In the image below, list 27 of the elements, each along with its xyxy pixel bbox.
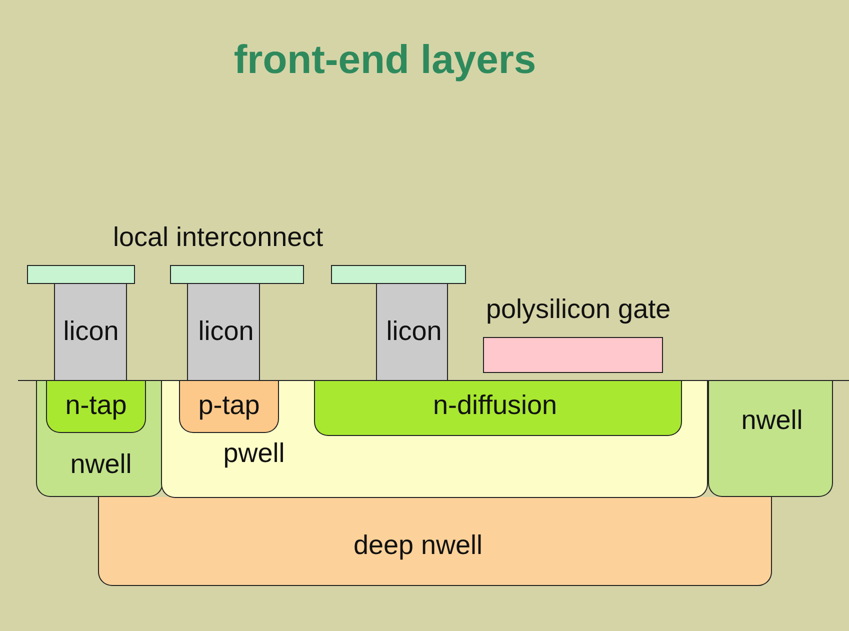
contact-plug <box>54 283 127 381</box>
layer-label: polysilicon gate <box>486 294 671 325</box>
layer-label: deep nwell <box>353 530 483 561</box>
well-region <box>36 381 163 497</box>
well-region <box>161 381 708 498</box>
tap-region <box>46 381 146 433</box>
interconnect-bar <box>27 265 135 284</box>
tap-region <box>179 381 279 433</box>
interconnect-bar <box>331 265 466 284</box>
layer-label: p-tap <box>198 390 260 421</box>
layer-label: n-diffusion <box>432 390 558 421</box>
deep-well-region <box>98 497 772 586</box>
contact-plug <box>187 283 260 381</box>
well-region <box>708 381 833 497</box>
layer-label: local interconnect <box>113 222 324 253</box>
interconnect-bar <box>170 265 304 284</box>
contact-plug <box>376 283 448 381</box>
title: front-end layers <box>232 38 538 83</box>
gate-rectangle <box>483 337 663 373</box>
layer-label: n-tap <box>65 390 127 421</box>
layer-label: nwell <box>741 405 803 436</box>
layer-label: licon <box>198 316 254 347</box>
layer-label: nwell <box>70 449 132 480</box>
layer-label: licon <box>386 316 442 347</box>
diffusion-region <box>314 381 682 436</box>
layer-label: licon <box>63 316 119 347</box>
layer-label: pwell <box>223 438 285 469</box>
